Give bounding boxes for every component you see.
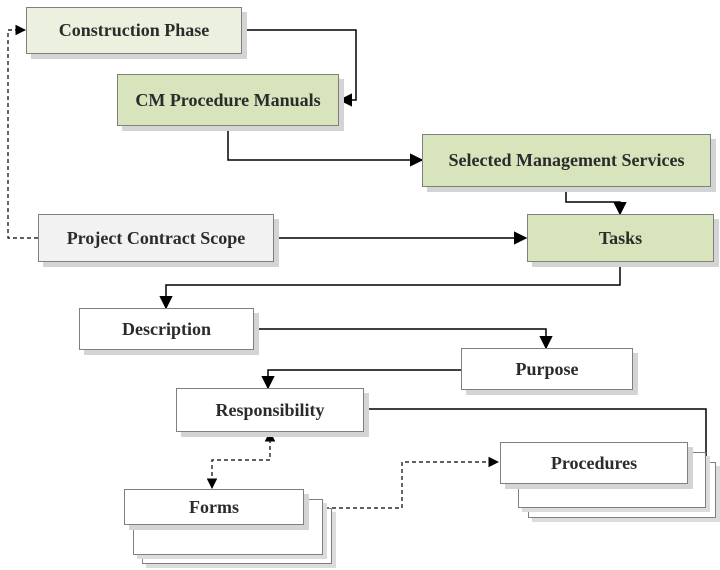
node-project-contract-scope-label: Project Contract Scope: [66, 227, 246, 248]
node-responsibility[interactable]: Responsibility: [176, 388, 364, 432]
node-construction-phase-label: Construction Phase: [58, 20, 210, 40]
node-cm-procedure-manuals-label: CM Procedure Manuals: [135, 89, 321, 110]
connector-forms-procedures-dashed: [302, 456, 500, 514]
node-selected-management-services[interactable]: Selected Management Services: [422, 134, 711, 187]
node-tasks[interactable]: Tasks: [527, 214, 714, 262]
connector-cm-to-services: [227, 126, 424, 167]
connector-purpose-to-responsibility: [261, 369, 461, 390]
node-purpose-label: Purpose: [515, 358, 579, 379]
node-forms[interactable]: Forms: [124, 489, 304, 525]
node-selected-management-services-label: Selected Management Services: [448, 150, 685, 170]
node-procedures-label: Procedures: [550, 452, 638, 473]
connector-responsibility-forms-dashed: [206, 430, 276, 490]
node-project-contract-scope[interactable]: Project Contract Scope: [38, 214, 274, 262]
connector-description-to-purpose: [254, 328, 553, 350]
connector-scope-to-construction-dashed: [7, 24, 38, 239]
node-construction-phase[interactable]: Construction Phase: [26, 7, 242, 54]
connector-services-to-tasks: [565, 187, 627, 216]
node-purpose[interactable]: Purpose: [461, 348, 633, 390]
node-description[interactable]: Description: [79, 308, 254, 350]
node-responsibility-label: Responsibility: [215, 399, 325, 420]
node-tasks-label: Tasks: [598, 227, 643, 248]
node-procedures[interactable]: Procedures: [500, 442, 688, 484]
node-description-label: Description: [122, 318, 211, 339]
node-forms-label: Forms: [189, 496, 239, 517]
connector-tasks-to-description: [159, 262, 621, 310]
connector-construction-to-cm: [242, 29, 357, 107]
node-cm-procedure-manuals[interactable]: CM Procedure Manuals: [117, 74, 339, 126]
